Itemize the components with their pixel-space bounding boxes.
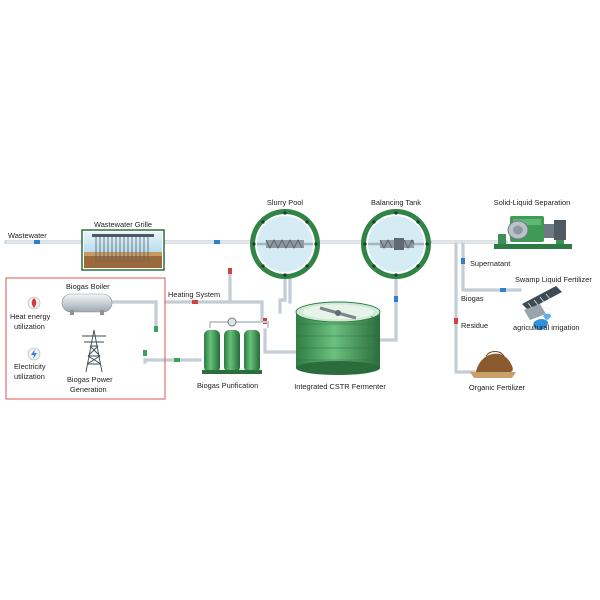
flow-marker xyxy=(34,240,40,244)
label-heat-energy-line1: Heat energy xyxy=(10,312,51,321)
flow-marker xyxy=(500,288,506,292)
flow-marker xyxy=(214,240,220,244)
label-agricultural-irrigation: agricultural irrigation xyxy=(513,323,580,332)
label-biogas-power-line1: Biogas Power xyxy=(67,375,113,384)
irrigation-icon xyxy=(533,313,551,330)
label-supernatant: Supernatant xyxy=(470,259,510,268)
lightning-icon xyxy=(27,347,41,361)
label-biogas-residue-line1: Biogas xyxy=(461,294,484,303)
label-heat-energy-line2: utilization xyxy=(14,322,45,331)
label-balancing-tank: Balancing Tank xyxy=(371,198,421,207)
flow-marker xyxy=(461,258,465,264)
label-biogas-residue-line2: Residue xyxy=(461,321,488,330)
biogas-purification xyxy=(202,317,269,374)
label-biogas-boiler: Biogas Boiler xyxy=(66,282,110,291)
flow-marker xyxy=(143,350,147,356)
flow-marker xyxy=(228,268,232,274)
label-electricity-line1: Electricity xyxy=(14,362,46,371)
label-cstr-fermenter: Integrated CSTR Fermenter xyxy=(294,382,386,391)
wastewater-grille xyxy=(81,229,165,271)
label-organic-fertilizer: Organic Fertilizer xyxy=(469,383,526,392)
label-heating-system: Heating System xyxy=(168,290,220,299)
flow-marker xyxy=(174,358,180,362)
flow-marker xyxy=(154,326,158,332)
balancing-tank xyxy=(361,209,431,279)
flame-icon xyxy=(27,296,41,310)
label-swamp-liquid-fertilizer: Swamp Liquid Fertilizer xyxy=(515,275,592,284)
flow-marker xyxy=(192,300,198,304)
separator-machine xyxy=(494,216,572,249)
slurry-pool xyxy=(250,209,320,279)
utilization-box xyxy=(5,277,166,400)
flow-marker xyxy=(454,318,458,324)
label-layer: Wastewater Wastewater Grille Slurry Pool… xyxy=(8,198,592,394)
flow-marker xyxy=(394,296,398,302)
label-biogas-purification: Biogas Purification xyxy=(197,381,258,390)
power-tower-icon xyxy=(82,329,106,373)
cstr-fermenter xyxy=(295,301,381,375)
biogas-boiler xyxy=(61,293,113,315)
label-electricity-line2: utilization xyxy=(14,372,45,381)
label-wastewater: Wastewater xyxy=(8,231,47,240)
label-biogas-power-line2: Generation xyxy=(70,385,107,394)
label-wastewater-grille: Wastewater Grille xyxy=(94,220,152,229)
fertilizer-spreader xyxy=(522,286,562,320)
label-slurry-pool: Slurry Pool xyxy=(267,198,304,207)
organic-fertilizer-pile xyxy=(470,351,516,378)
label-solid-liquid-separation: Solid-Liquid Separation xyxy=(494,198,570,207)
